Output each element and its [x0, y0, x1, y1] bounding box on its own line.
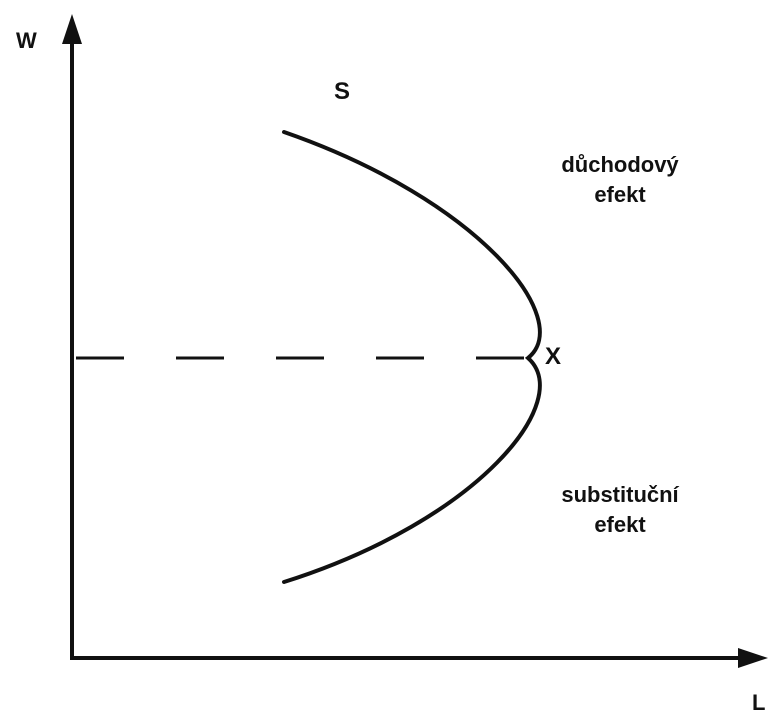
turning-point-label: X: [545, 343, 562, 370]
supply-curve-s: [282, 130, 542, 584]
income-effect-label: důchodový efekt: [520, 150, 720, 210]
substitution-effect-line-1: substituční: [561, 482, 679, 507]
income-effect-line-2: efekt: [594, 182, 646, 207]
x-axis-label: L: [752, 690, 766, 715]
substitution-effect-label: substituční efekt: [520, 480, 720, 540]
substitution-effect-line-2: efekt: [594, 512, 646, 537]
y-axis-label: W: [16, 28, 37, 53]
curve-label: S: [334, 78, 351, 105]
income-effect-line-1: důchodový: [561, 152, 679, 177]
x-axis-arrowhead: [738, 648, 768, 668]
y-axis-arrowhead: [62, 14, 82, 44]
